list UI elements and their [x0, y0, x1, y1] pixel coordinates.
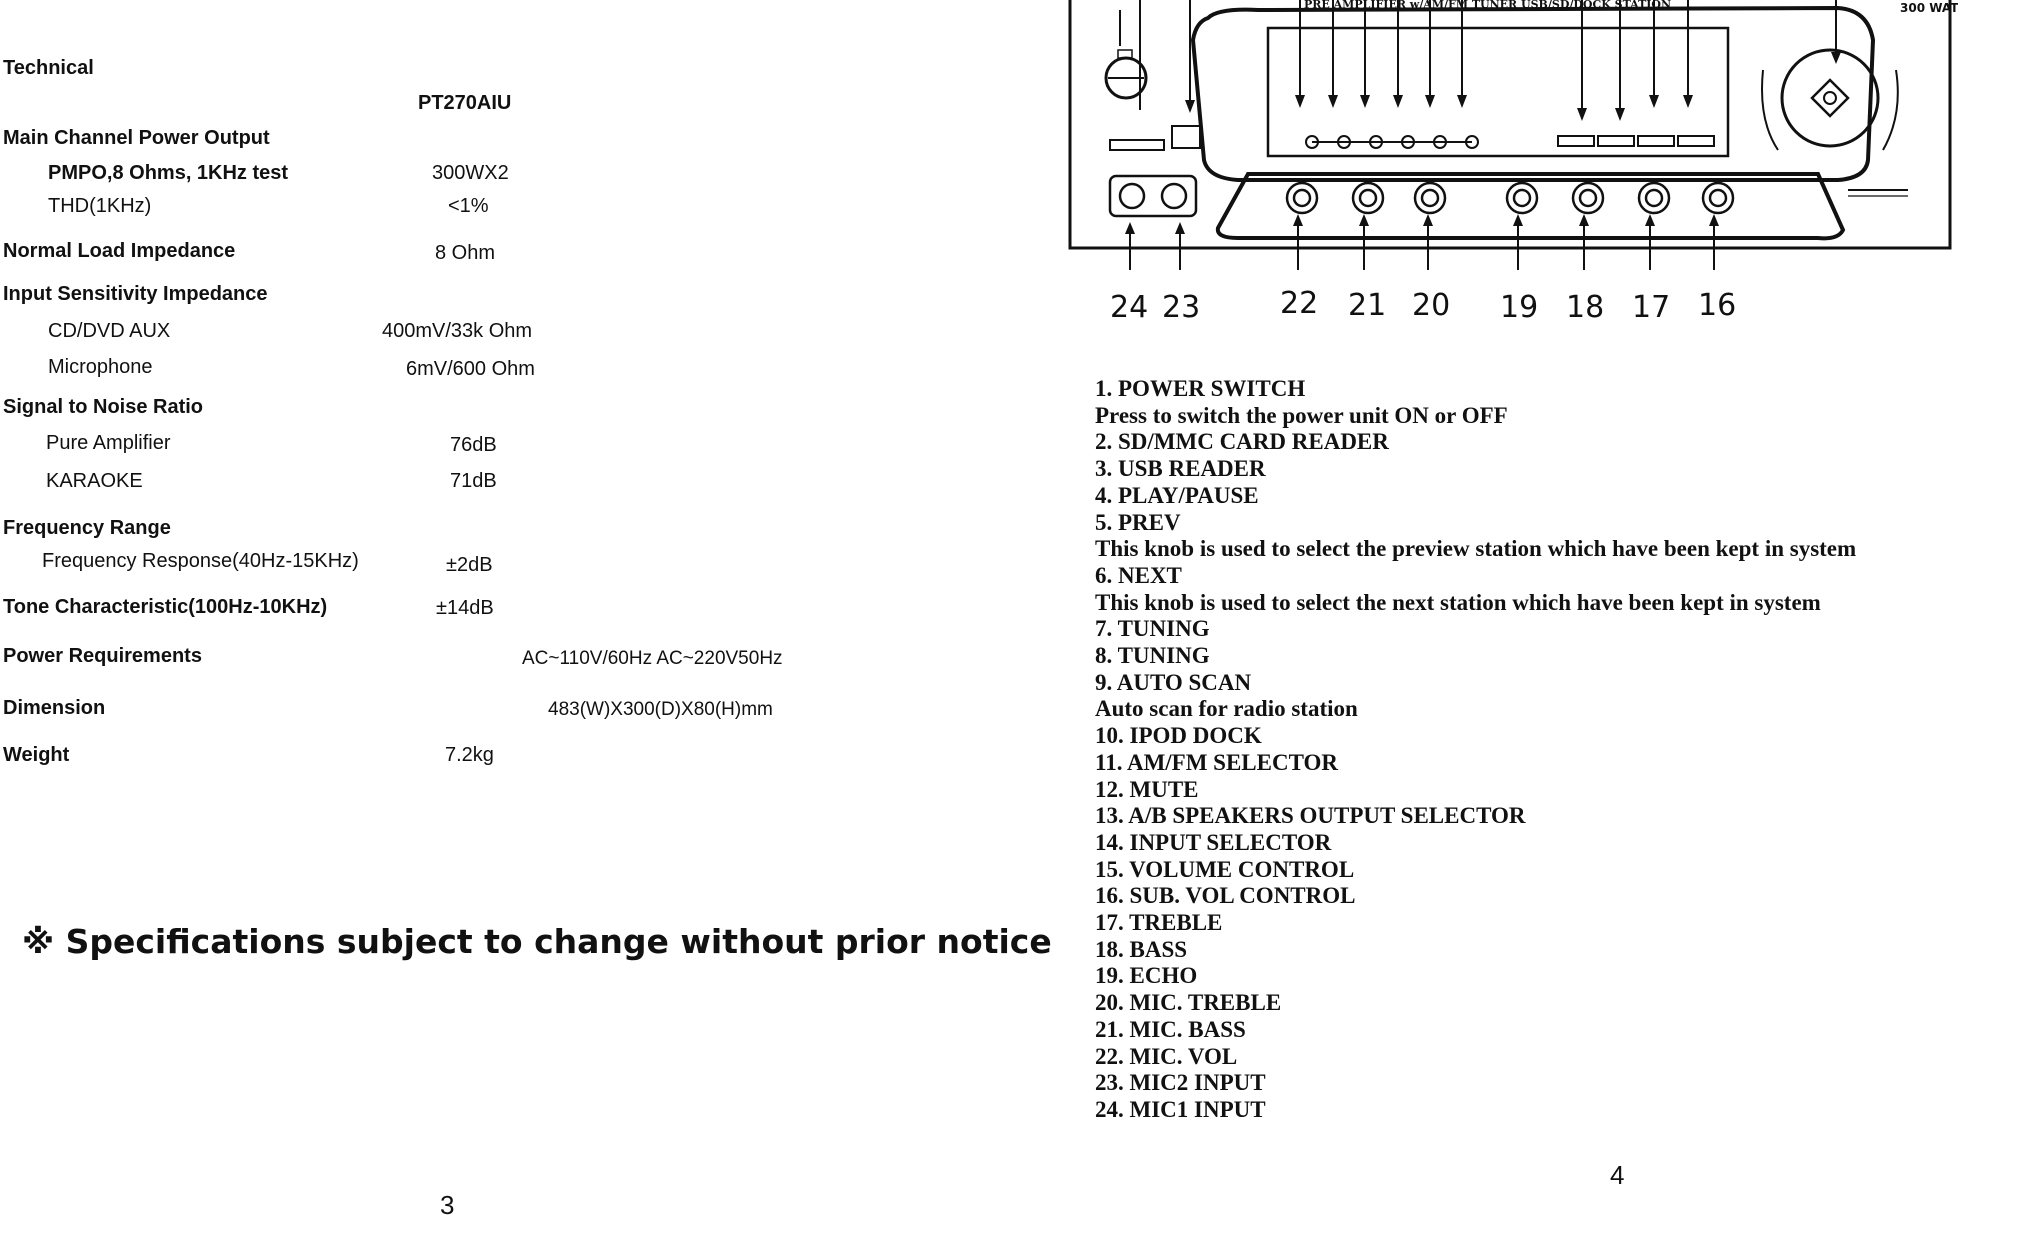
feature-list-item: Auto scan for radio station: [1095, 696, 1358, 722]
spec-value: 400mV/33k Ohm: [382, 320, 533, 342]
spec-value: ±2dB: [446, 554, 493, 576]
feature-list-item: 7. TUNING: [1095, 616, 1210, 642]
feature-list-item: 2. SD/MMC CARD READER: [1095, 429, 1389, 455]
display-housing: [1190, 5, 1876, 182]
spec-label: CD/DVD AUX: [48, 320, 171, 342]
spec-label: Main Channel Power Output: [3, 127, 270, 149]
spec-label: PMPO,8 Ohms, 1KHz test: [48, 162, 289, 184]
mic2-jack: [1160, 182, 1188, 210]
feature-list-item: 18. BASS: [1095, 936, 1188, 962]
mic1-jack: [1118, 182, 1146, 210]
feature-list-item: 11. AM/FM SELECTOR: [1095, 749, 1339, 775]
spec-label: Tone Characteristic(100Hz-10KHz): [3, 596, 328, 618]
mic-jack-panel: [1108, 174, 1198, 218]
feature-list-item: 15. VOLUME CONTROL: [1095, 856, 1355, 882]
spec-value: ±14dB: [436, 597, 494, 619]
spec-title: Technical: [3, 57, 94, 79]
feature-list-item: 1. POWER SWITCH: [1095, 376, 1306, 401]
spec-label: THD(1KHz): [48, 195, 152, 217]
spec-value: <1%: [448, 195, 489, 217]
feature-list-item: 20. MIC. TREBLE: [1095, 990, 1282, 1016]
display-window: [1266, 26, 1730, 158]
spec-label: Frequency Range: [3, 517, 171, 539]
feature-list-item: 10. IPOD DOCK: [1095, 723, 1262, 749]
spec-notice: ※ Specifications subject to change witho…: [22, 922, 1052, 961]
spec-label: Input Sensitivity Impedance: [3, 283, 268, 305]
feature-list-item: 4. PLAY/PAUSE: [1095, 482, 1259, 508]
callout-label: 16: [1698, 288, 1737, 323]
spec-label: Signal to Noise Ratio: [3, 396, 204, 418]
feature-list-item: 21. MIC. BASS: [1095, 1016, 1246, 1042]
feature-list-item: 5. PREV: [1095, 509, 1181, 535]
callout-label: 24: [1110, 290, 1149, 325]
spec-value: AC~110V/60Hz AC~220V50Hz: [522, 648, 783, 669]
callout-label: 17: [1632, 290, 1671, 325]
feature-list-item: 24. MIC1 INPUT: [1095, 1096, 1266, 1122]
feature-list-item: 9. AUTO SCAN: [1095, 669, 1252, 695]
feature-list-item: 19. ECHO: [1095, 963, 1198, 989]
callout-label: 23: [1162, 290, 1201, 325]
front-panel-drawing: PRE AMPLIFIER w/AM/FM TUNER USB/SD/DOCK …: [1068, 0, 1976, 270]
feature-list-item: 8. TUNING: [1095, 643, 1210, 669]
feature-list-item: 12. MUTE: [1095, 776, 1199, 802]
spec-label: Weight: [3, 744, 70, 766]
callout-label: 18: [1566, 290, 1605, 325]
feature-list-item: 6. NEXT: [1095, 562, 1182, 588]
spec-value: 71dB: [450, 470, 497, 492]
page-number-left: 3: [440, 1190, 455, 1220]
model-number: PT270AIU: [418, 92, 512, 114]
spec-value: 300WX2: [432, 162, 509, 184]
feature-list-item: This knob is used to select the next sta…: [1095, 589, 1821, 615]
callout-label: 21: [1348, 288, 1387, 323]
feature-list-item: This knob is used to select the preview …: [1095, 536, 1857, 562]
chassis-outline: [1068, 0, 1952, 250]
spec-label: Pure Amplifier: [46, 432, 171, 454]
volume-knob: [1780, 48, 1880, 148]
feature-list-item: 16. SUB. VOL CONTROL: [1095, 883, 1356, 909]
feature-list-item: 22. MIC. VOL: [1095, 1043, 1238, 1069]
feature-list-item: 14. INPUT SELECTOR: [1095, 829, 1332, 855]
spec-label: Dimension: [3, 697, 106, 719]
spec-value: 76dB: [450, 434, 497, 456]
panel-header-text: PRE AMPLIFIER w/AM/FM TUNER USB/SD/DOCK …: [1304, 0, 1671, 11]
feature-list-item: 23. MIC2 INPUT: [1095, 1070, 1266, 1096]
callout-label: 20: [1412, 288, 1451, 323]
spec-value: 6mV/600 Ohm: [406, 358, 535, 380]
panel-watts-text: 300 WATTS: [1900, 1, 1958, 15]
spec-value: 483(W)X300(D)X80(H)mm: [548, 699, 773, 720]
feature-list-item: 13. A/B SPEAKERS OUTPUT SELECTOR: [1095, 803, 1526, 829]
callout-label: 19: [1500, 290, 1539, 325]
feature-list-item: 3. USB READER: [1095, 456, 1266, 482]
page-number-right: 4: [1610, 1160, 1625, 1190]
feature-list-item: Press to switch the power unit ON or OFF: [1095, 402, 1508, 428]
feature-list-item: 17. TREBLE: [1095, 910, 1223, 936]
callout-label: 22: [1280, 286, 1319, 321]
lower-control-strip: [1215, 172, 1846, 241]
spec-value: 7.2kg: [445, 744, 494, 766]
spec-label: Normal Load Impedance: [3, 240, 236, 262]
spec-value: 8 Ohm: [435, 242, 496, 264]
spec-label: Microphone: [48, 356, 153, 378]
spec-label: Frequency Response(40Hz-15KHz): [42, 550, 359, 572]
spec-label: Power Requirements: [3, 645, 202, 667]
front-panel-diagram: PRE AMPLIFIER w/AM/FM TUNER USB/SD/DOCK …: [1058, 0, 1976, 330]
spec-label: KARAOKE: [46, 470, 143, 492]
